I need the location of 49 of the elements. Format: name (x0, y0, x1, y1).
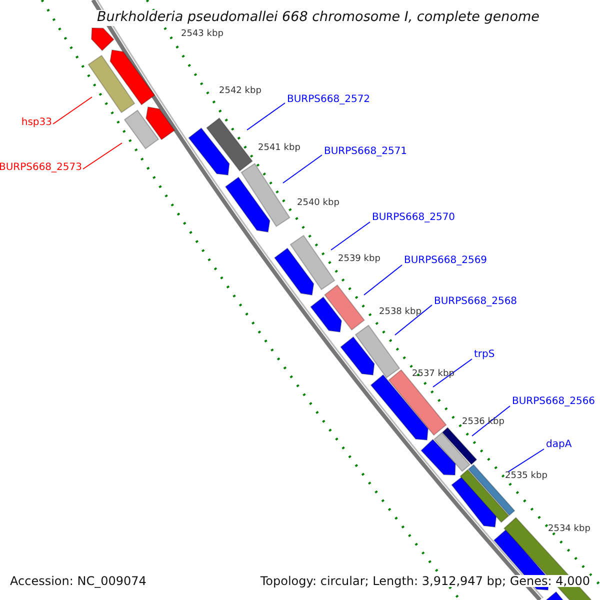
gene-feature (290, 234, 336, 290)
gene-feature (354, 324, 400, 378)
gene-feature (88, 54, 136, 114)
leader-line (472, 406, 510, 436)
gene-feature (146, 106, 176, 140)
leader-line (246, 102, 286, 130)
gene-label: BURPS668_2569 (404, 256, 488, 266)
gene-feature (124, 110, 160, 150)
title: Burkholderia pseudomallei 668 chromosome I, complete genome (95, 10, 542, 26)
gene-feature (310, 296, 342, 333)
gene-feature (324, 284, 365, 331)
gene-feature (442, 426, 478, 466)
gene-label: BURPS668_2573 (0, 163, 82, 173)
leader-line (508, 448, 544, 472)
gene-label: hsp33 (21, 118, 52, 128)
gene-feature (110, 49, 156, 106)
leader-line (82, 142, 122, 170)
gene-feature (188, 127, 230, 176)
leader-line (394, 304, 432, 336)
gene-feature (91, 28, 114, 52)
scale-label: 2535 kbp (505, 472, 548, 481)
gene-feature (340, 336, 375, 376)
leader-line (432, 358, 472, 388)
gene-feature (240, 162, 290, 228)
gene-label: BURPS668_2572 (287, 95, 370, 105)
gene-feature (274, 248, 314, 296)
leader-line (330, 222, 370, 250)
gene-label: BURPS668_2566 (512, 397, 596, 407)
scale-label: 2536 kbp (462, 418, 504, 427)
gene-feature (434, 432, 470, 472)
gene-feature (420, 438, 456, 476)
scale-label: 2538 kbp (379, 308, 422, 317)
leader-line (364, 264, 402, 296)
scale-label: 2539 kbp (338, 255, 380, 264)
scale-label: 2542 kbp (219, 87, 262, 96)
gene-label: trpS (474, 350, 495, 360)
gene-label: BURPS668_2571 (324, 147, 408, 157)
gene-label: dapA (546, 440, 572, 450)
gene-feature (224, 176, 270, 233)
gene-label: BURPS668_2568 (434, 297, 518, 307)
leader-line (52, 96, 92, 124)
gene-label: BURPS668_2570 (372, 213, 456, 223)
scale-label: 2541 kbp (258, 144, 300, 153)
genome-info: Topology: circular; Length: 3,912,947 bp; Genes: 4,000 (260, 575, 590, 587)
leader-line (282, 154, 322, 184)
gene-feature (206, 117, 253, 172)
scale-label: 2534 kbp (548, 525, 590, 534)
accession-label: Accession: NC_009074 (10, 575, 146, 587)
scale-label: 2543 kbp (181, 30, 224, 39)
